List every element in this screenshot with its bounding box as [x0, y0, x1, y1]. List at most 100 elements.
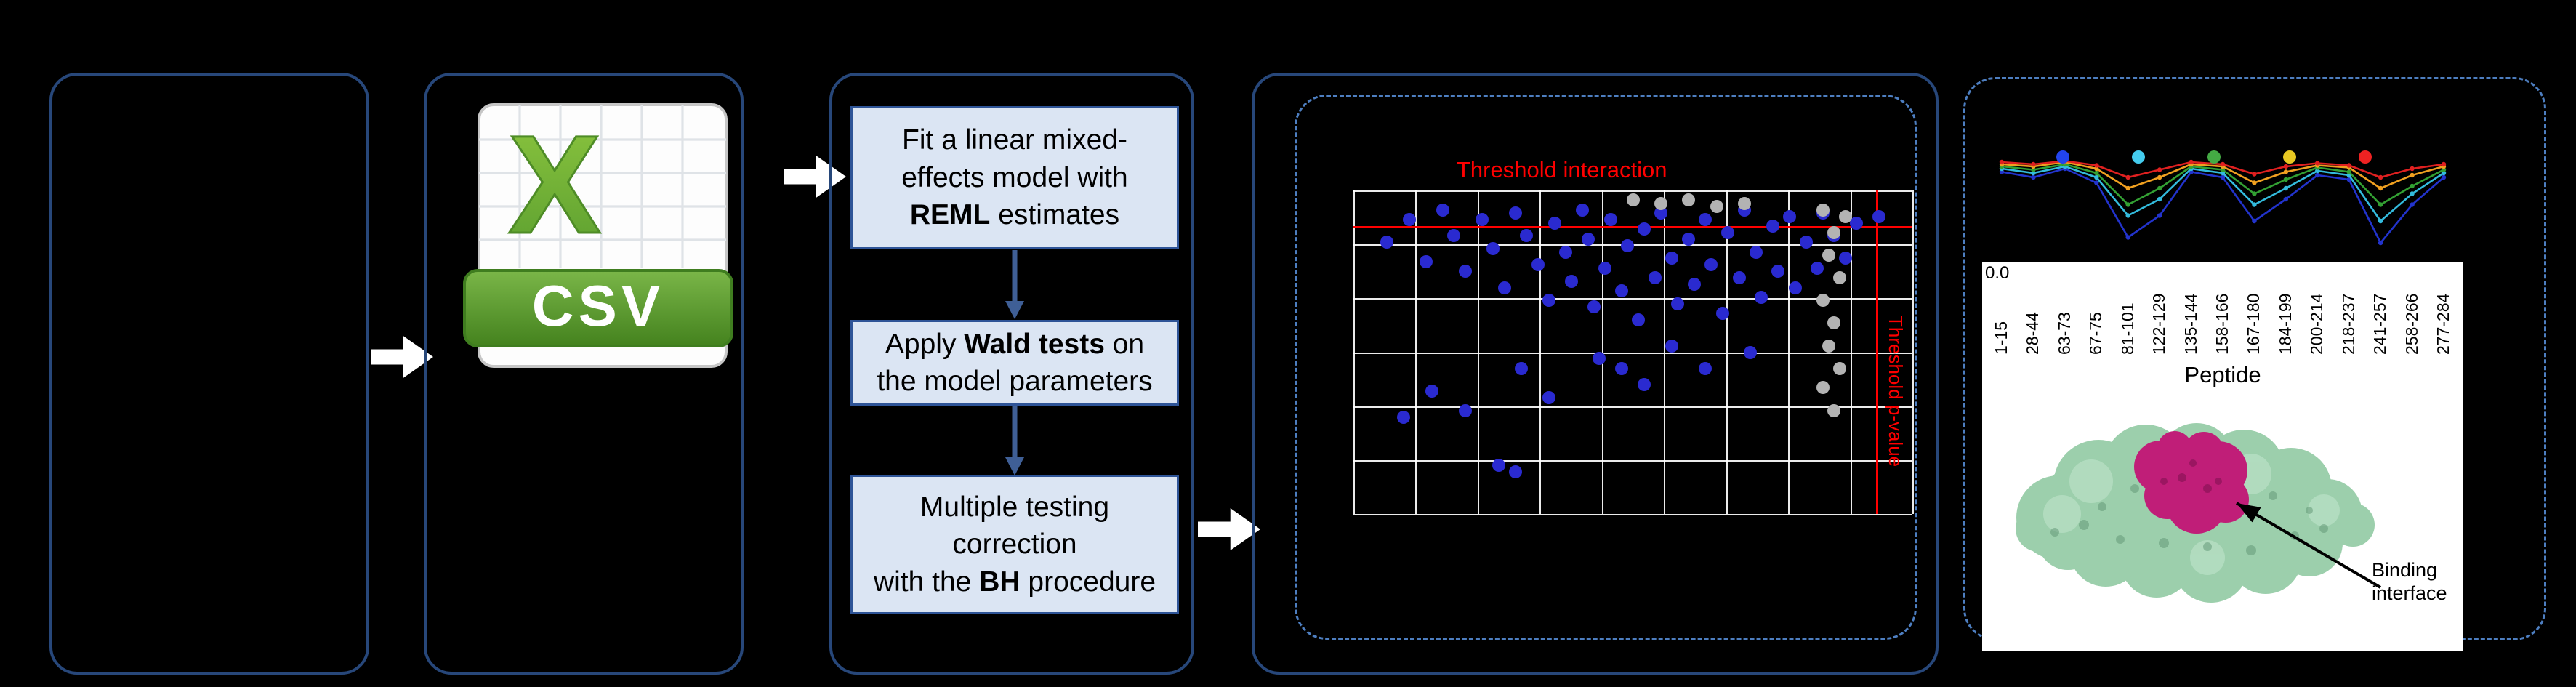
- scatter-point: [1576, 203, 1590, 217]
- binding-region: [2134, 431, 2249, 534]
- panel-input: [49, 73, 369, 675]
- uptake-point: [2346, 169, 2351, 174]
- scatter-point: [1833, 271, 1847, 285]
- uptake-point: [2252, 180, 2257, 185]
- legend-dot: [2283, 150, 2296, 164]
- uptake-point: [2378, 185, 2383, 191]
- uptake-point: [2157, 185, 2162, 191]
- uptake-point: [2157, 174, 2162, 180]
- scatter-point: [1665, 339, 1679, 353]
- uptake-line-chart: [1999, 150, 2447, 246]
- scatter-point: [1682, 193, 1696, 207]
- scatter-point: [1665, 252, 1679, 265]
- scatter-point: [1649, 271, 1662, 285]
- scatter-point: [1654, 196, 1667, 210]
- step-text-line: Apply Wald tests on: [885, 328, 1145, 360]
- scatter-point: [1833, 361, 1847, 375]
- step-text-line: correction: [952, 529, 1077, 561]
- peptide-tick: 122-129: [2149, 293, 2169, 355]
- scatter-point: [1816, 381, 1830, 395]
- scatter-point: [1743, 345, 1757, 359]
- peptide-tick: 241-257: [2370, 293, 2390, 355]
- uptake-point: [2378, 174, 2383, 180]
- scatter-point: [1458, 403, 1472, 417]
- uptake-point: [2346, 163, 2351, 168]
- scatter-point: [1547, 216, 1561, 230]
- uptake-point: [2252, 202, 2257, 207]
- scatter-point: [1721, 225, 1735, 239]
- step-text-line: REML estimates: [909, 199, 1120, 231]
- uptake-point: [2220, 161, 2226, 167]
- peptide-axis-title: Peptide: [2184, 362, 2261, 387]
- scatter-point: [1598, 261, 1612, 275]
- uptake-point: [2315, 161, 2320, 166]
- scatter-point: [1766, 219, 1779, 233]
- y-axis-tick: 0.0: [1985, 263, 2010, 283]
- scatter-point: [1458, 265, 1472, 278]
- volcano-dashed-border: [1295, 95, 1917, 640]
- scatter-point: [1603, 213, 1617, 227]
- csv-banner-label: CSV: [532, 273, 665, 338]
- gridline: [1353, 190, 1912, 192]
- uptake-point: [2441, 174, 2447, 180]
- step-text-line: effects model with: [901, 161, 1128, 193]
- scatter-point: [1615, 361, 1629, 375]
- scatter-point: [1380, 236, 1394, 249]
- uptake-point: [2283, 185, 2289, 191]
- scatter-point: [1788, 281, 1802, 294]
- step-box-wald: Apply Wald tests on the model parameters: [850, 320, 1179, 406]
- threshold-pvalue-label: Threshold p-value: [1885, 316, 1907, 467]
- scatter-point: [1822, 249, 1835, 262]
- scatter-point: [1542, 294, 1556, 308]
- gridline: [1353, 352, 1912, 354]
- scatter-point: [1564, 274, 1578, 288]
- legend-dot: [2359, 150, 2372, 164]
- scatter-point: [1872, 209, 1885, 223]
- peptide-tick: 200-214: [2307, 293, 2327, 355]
- scatter-point: [1838, 252, 1852, 265]
- step-text-line: with the BH procedure: [873, 566, 1156, 598]
- scatter-point: [1637, 222, 1651, 236]
- uptake-point: [2157, 196, 2162, 202]
- peptide-tick: 158-166: [2213, 293, 2231, 355]
- panel-stats: Fit a linear mixed- effects model with R…: [829, 73, 1194, 675]
- scatter-point: [1626, 193, 1640, 207]
- uptake-point: [2094, 180, 2099, 185]
- scatter-point: [1771, 265, 1785, 278]
- gridline: [1353, 406, 1912, 408]
- threshold-line-vertical: [1876, 190, 1878, 514]
- uptake-point: [2094, 166, 2099, 172]
- scatter-point: [1509, 465, 1522, 479]
- scatter-point: [1587, 300, 1601, 314]
- scatter-point: [1749, 245, 1763, 259]
- uptake-point: [2378, 218, 2383, 224]
- uptake-point: [2157, 213, 2162, 218]
- scatter-point: [1615, 284, 1629, 297]
- scatter-point: [1811, 261, 1824, 275]
- uptake-point: [2031, 161, 2036, 167]
- uptake-point: [2378, 240, 2383, 246]
- uptake-point: [2031, 167, 2036, 172]
- scatter-point: [1419, 254, 1433, 268]
- step-box-reml: Fit a linear mixed- effects model with R…: [850, 106, 1179, 249]
- uptake-point: [1999, 169, 2005, 174]
- scatter-point: [1581, 232, 1595, 246]
- protein-structure-illustration: [2016, 423, 2375, 603]
- uptake-point: [2031, 174, 2036, 180]
- uptake-point: [2094, 174, 2099, 180]
- scatter-point: [1850, 216, 1864, 230]
- csv-file-icon: X CSV: [463, 103, 733, 368]
- uptake-point: [2283, 196, 2289, 202]
- peptide-tick: 28-44: [2023, 312, 2042, 355]
- uptake-point: [2441, 167, 2447, 172]
- peptide-tick: 67-75: [2086, 312, 2106, 355]
- scatter-point: [1755, 290, 1768, 304]
- down-arrow-1-icon: [1005, 250, 1024, 319]
- scatter-point: [1704, 258, 1718, 272]
- scatter-point: [1732, 271, 1746, 285]
- uptake-line: [2001, 167, 2444, 244]
- scatter-point: [1520, 229, 1534, 243]
